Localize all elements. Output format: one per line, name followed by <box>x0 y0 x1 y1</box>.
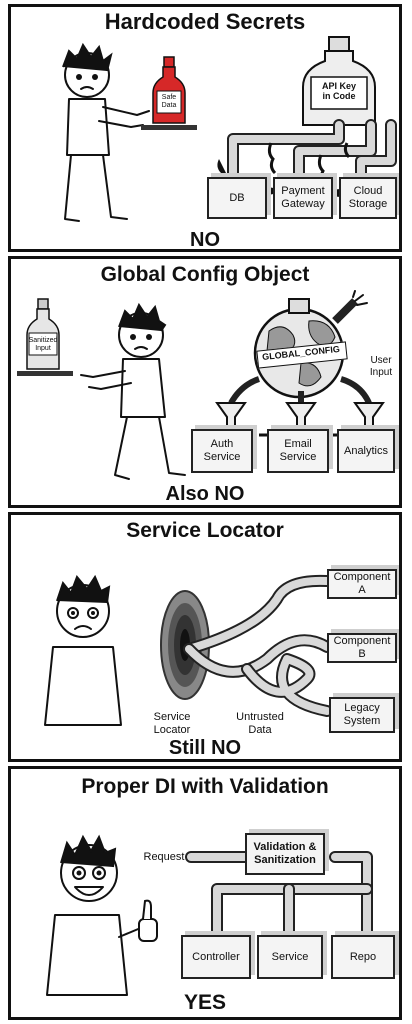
user-input-label: User Input <box>369 355 393 378</box>
bottle-label: Sanitized Input <box>28 337 58 353</box>
portal-label: Service Locator <box>153 711 191 736</box>
panel-service-locator: Service Locator Service Locator Untruste… <box>8 512 402 762</box>
service-box-auth: Auth Service <box>191 429 253 473</box>
service-box-analytics: Analytics <box>337 429 395 473</box>
panel-proper-di: Proper DI with Validation Request Valida… <box>8 766 402 1020</box>
component-box-b: Component B <box>327 633 397 663</box>
tank-label: API Key in Code <box>321 81 356 102</box>
service-box-cloud-storage: Cloud Storage <box>339 177 397 219</box>
legacy-system-box: Legacy System <box>329 697 395 733</box>
request-label: Request <box>143 851 185 863</box>
panel-title: Service Locator <box>126 519 284 542</box>
untrusted-data-label: Untrusted Data <box>236 711 284 736</box>
panel-title: Global Config Object <box>100 263 310 286</box>
bottle-label: Safe Data <box>161 94 177 110</box>
worried-character <box>62 42 150 222</box>
api-key-tank-icon <box>302 36 376 126</box>
verdict-label: YES <box>183 991 227 1014</box>
tangled-pipes <box>183 574 333 717</box>
verdict-label: NO <box>190 229 220 251</box>
sad-character <box>44 574 122 726</box>
service-box: Service <box>257 935 323 979</box>
panel-title: Hardcoded Secrets <box>104 9 306 34</box>
red-bottle-icon <box>152 56 186 124</box>
panel-global-config: Global Config Object Sanitized Input GLO… <box>8 256 402 508</box>
service-box-payment-gateway: Payment Gateway <box>273 177 333 219</box>
verdict-label: Still NO <box>168 737 242 759</box>
panel-hardcoded-secrets: Hardcoded Secrets Safe Data API Key in C… <box>8 4 402 252</box>
panel-title: Proper DI with Validation <box>81 775 329 798</box>
worried-character <box>80 302 186 480</box>
verdict-label: Also NO <box>165 483 245 505</box>
controller-box: Controller <box>181 935 251 979</box>
funnels-and-streams <box>215 376 385 437</box>
shelf <box>141 125 197 130</box>
validation-sanitization-box: Validation & Sanitization <box>245 833 325 875</box>
shelf <box>17 371 73 376</box>
happy-character <box>46 834 158 996</box>
sanitized-bottle-icon <box>26 298 60 370</box>
service-box-db: DB <box>207 177 267 219</box>
component-box-a: Component A <box>327 569 397 599</box>
service-box-email: Email Service <box>267 429 329 473</box>
repo-box: Repo <box>331 935 395 979</box>
